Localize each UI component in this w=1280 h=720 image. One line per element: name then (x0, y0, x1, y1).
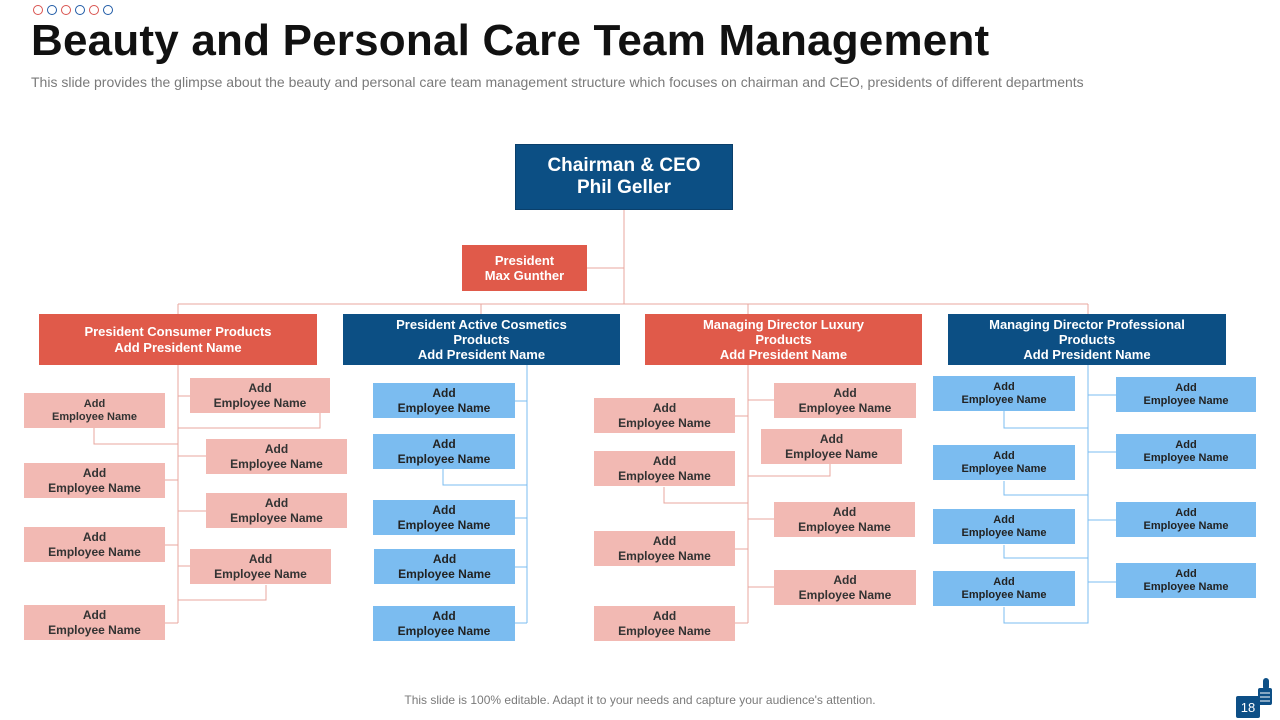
employee-box: Add Employee Name (206, 493, 347, 528)
employee-label: Add Employee Name (52, 397, 137, 423)
page-number: 18 (1236, 696, 1260, 718)
employee-box: Add Employee Name (206, 439, 347, 474)
division-head-active-cosmetics: President Active Cosmetics Products Add … (343, 314, 620, 365)
employee-box: Add Employee Name (373, 383, 515, 418)
employee-label: Add Employee Name (48, 530, 141, 559)
employee-label: Add Employee Name (397, 437, 491, 466)
employee-label: Add Employee Name (1143, 381, 1229, 407)
employee-label: Add Employee Name (230, 442, 323, 471)
dot-icon (33, 5, 43, 15)
employee-label: Add Employee Name (798, 386, 892, 415)
employee-label: Add Employee Name (230, 496, 323, 525)
division-name: Add President Name (114, 339, 242, 355)
employee-label: Add Employee Name (214, 552, 307, 581)
division-head-professional: Managing Director Professional Products … (948, 314, 1226, 365)
dot-icon (75, 5, 85, 15)
ceo-box: Chairman & CEO Phil Geller (515, 144, 733, 210)
employee-box: Add Employee Name (24, 605, 165, 640)
employee-box: Add Employee Name (774, 383, 916, 418)
dot-icon (61, 5, 71, 15)
employee-box: Add Employee Name (594, 531, 735, 566)
employee-box: Add Employee Name (1116, 502, 1256, 537)
employee-box: Add Employee Name (1116, 434, 1256, 469)
division-name: Add President Name (417, 347, 546, 363)
employee-box: Add Employee Name (594, 606, 735, 641)
employee-label: Add Employee Name (798, 573, 892, 602)
employee-box: Add Employee Name (374, 549, 515, 584)
employee-label: Add Employee Name (961, 449, 1047, 475)
president-name: Max Gunther (484, 268, 565, 283)
employee-box: Add Employee Name (373, 500, 515, 535)
employee-box: Add Employee Name (594, 398, 735, 433)
employee-label: Add Employee Name (618, 454, 711, 483)
employee-label: Add Employee Name (961, 380, 1047, 406)
employee-box: Add Employee Name (24, 527, 165, 562)
footer-note: This slide is 100% editable. Adapt it to… (404, 693, 876, 707)
division-title: Managing Director Professional Products (989, 316, 1185, 347)
division-title: Managing Director Luxury Products (702, 316, 865, 347)
employee-label: Add Employee Name (618, 609, 711, 638)
ceo-name: Phil Geller (577, 177, 671, 198)
employee-box: Add Employee Name (24, 463, 165, 498)
employee-box: Add Employee Name (761, 429, 902, 464)
employee-label: Add Employee Name (961, 575, 1047, 601)
employee-label: Add Employee Name (798, 505, 891, 534)
page-title: Beauty and Personal Care Team Management (31, 16, 990, 65)
employee-label: Add Employee Name (961, 513, 1047, 539)
employee-box: Add Employee Name (594, 451, 735, 486)
page-subtitle: This slide provides the glimpse about th… (31, 74, 1084, 90)
division-name: Add President Name (1023, 347, 1151, 363)
employee-box: Add Employee Name (933, 571, 1075, 606)
employee-box: Add Employee Name (1116, 377, 1256, 412)
employee-box: Add Employee Name (774, 502, 915, 537)
division-title: President Consumer Products (84, 324, 272, 340)
dot-icon (103, 5, 113, 15)
dot-icon (89, 5, 99, 15)
division-head-luxury: Managing Director Luxury Products Add Pr… (645, 314, 922, 365)
employee-box: Add Employee Name (190, 378, 330, 413)
division-head-consumer: President Consumer Products Add Presiden… (39, 314, 317, 365)
ceo-role: Chairman & CEO (547, 154, 701, 176)
employee-label: Add Employee Name (397, 503, 491, 532)
employee-label: Add Employee Name (1143, 438, 1229, 464)
employee-box: Add Employee Name (373, 434, 515, 469)
employee-box: Add Employee Name (24, 393, 165, 428)
division-title: President Active Cosmetics Products (396, 316, 567, 347)
employee-box: Add Employee Name (774, 570, 916, 605)
employee-box: Add Employee Name (190, 549, 331, 584)
employee-label: Add Employee Name (785, 432, 878, 461)
employee-box: Add Employee Name (1116, 563, 1256, 598)
division-name: Add President Name (719, 347, 848, 363)
employee-box: Add Employee Name (933, 376, 1075, 411)
employee-label: Add Employee Name (618, 534, 711, 563)
employee-label: Add Employee Name (1143, 567, 1229, 593)
employee-box: Add Employee Name (933, 445, 1075, 480)
employee-label: Add Employee Name (48, 608, 141, 637)
employee-label: Add Employee Name (397, 609, 491, 638)
employee-label: Add Employee Name (398, 552, 491, 581)
president-role: President (494, 252, 555, 268)
decorative-dots (33, 5, 113, 15)
employee-box: Add Employee Name (373, 606, 515, 641)
dot-icon (47, 5, 57, 15)
employee-label: Add Employee Name (397, 386, 491, 415)
employee-label: Add Employee Name (618, 401, 711, 430)
thumbs-up-icon (1258, 678, 1272, 705)
employee-label: Add Employee Name (213, 381, 307, 410)
employee-box: Add Employee Name (933, 509, 1075, 544)
president-box: President Max Gunther (462, 245, 587, 291)
employee-label: Add Employee Name (1143, 506, 1229, 532)
employee-label: Add Employee Name (48, 466, 141, 495)
